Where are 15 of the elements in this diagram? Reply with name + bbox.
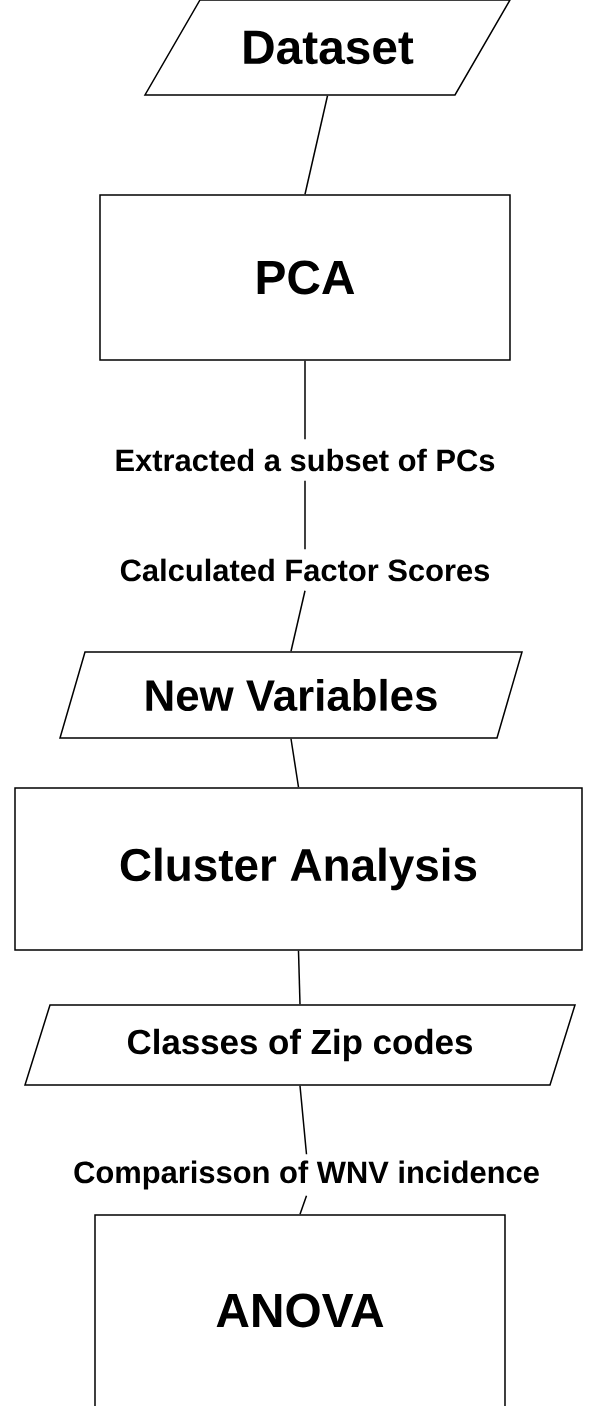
connector-line [297, 950, 301, 1005]
process-box: PCA [99, 194, 511, 361]
connector-line [290, 738, 300, 788]
connector-line [299, 1195, 308, 1215]
step-label: Extracted a subset of PCs [116, 448, 495, 472]
connector-line [290, 590, 306, 652]
process-box: ANOVA [94, 1214, 506, 1406]
step-label: Calculated Factor Scores [120, 558, 490, 582]
data-parallelogram: New Variables [59, 651, 523, 739]
connector-line [299, 1085, 308, 1155]
connector-line [304, 360, 306, 440]
step-label: Comparisson of WNV incidence [74, 1160, 539, 1190]
connector-line [304, 480, 306, 550]
process-box: Cluster Analysis [14, 787, 583, 951]
connector-line [304, 95, 329, 195]
